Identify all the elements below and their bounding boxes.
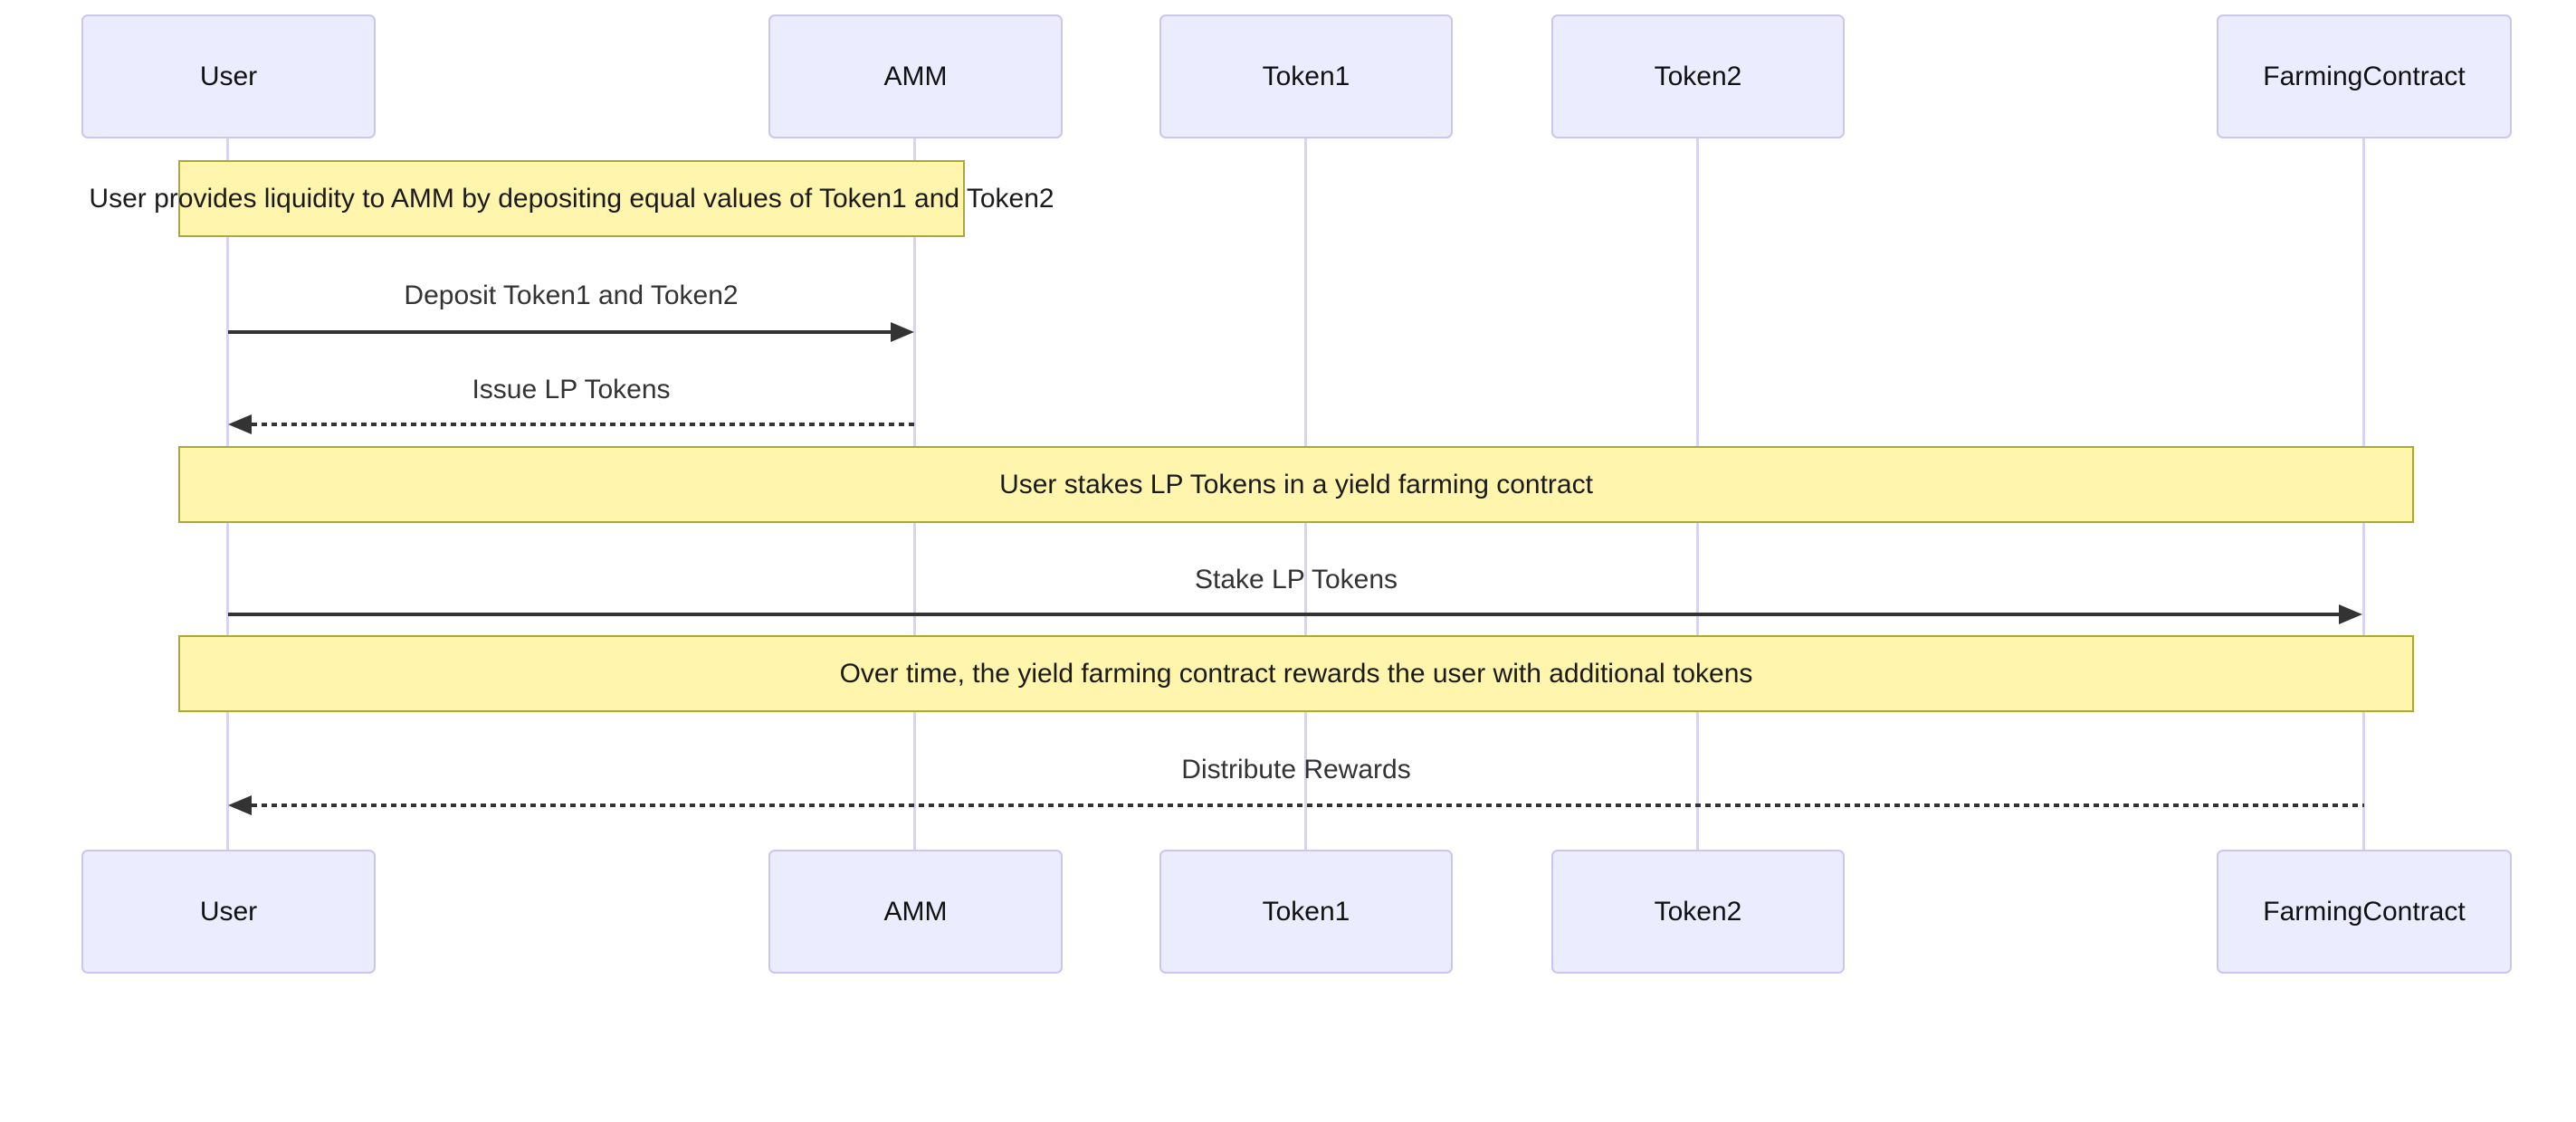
arrowhead-left-icon (228, 795, 252, 815)
arrowhead-right-icon (891, 322, 914, 342)
actor-top-token1: Token1 (1159, 14, 1453, 138)
actor-top-amm: AMM (768, 14, 1063, 138)
message-line-stake (228, 613, 2339, 616)
actor-label: FarmingContract (2263, 61, 2466, 91)
actor-top-token2: Token2 (1551, 14, 1845, 138)
note-provide-liquidity: User provides liquidity to AMM by deposi… (89, 160, 1054, 237)
message-label-issue-lp: Issue LP Tokens (472, 375, 671, 404)
note-stake-lp: User stakes LP Tokens in a yield farming… (178, 446, 2414, 523)
note-text: User provides liquidity to AMM by deposi… (89, 183, 1054, 214)
note-rewards: Over time, the yield farming contract re… (178, 635, 2414, 712)
actor-label: User (199, 896, 258, 927)
actor-label: FarmingContract (2263, 896, 2466, 927)
message-label-deposit: Deposit Token1 and Token2 (404, 280, 739, 310)
actor-label: Token1 (1262, 896, 1350, 927)
message-line-issue-lp (252, 423, 915, 426)
note-text: User stakes LP Tokens in a yield farming… (999, 469, 1593, 499)
message-label-distribute: Distribute Rewards (1181, 755, 1411, 784)
actor-bottom-farmingcontract: FarmingContract (2217, 850, 2512, 974)
arrowhead-right-icon (2339, 604, 2362, 624)
actor-label: AMM (883, 61, 948, 91)
message-label-stake: Stake LP Tokens (1194, 565, 1398, 594)
note-text: Over time, the yield farming contract re… (839, 658, 1753, 689)
actor-label: Token2 (1654, 61, 1742, 91)
actor-label: AMM (883, 896, 948, 927)
actor-bottom-user: User (81, 850, 376, 974)
actor-bottom-token1: Token1 (1159, 850, 1453, 974)
actor-top-farmingcontract: FarmingContract (2217, 14, 2512, 138)
actor-bottom-token2: Token2 (1551, 850, 1845, 974)
actor-bottom-amm: AMM (768, 850, 1063, 974)
message-line-distribute (252, 803, 2364, 807)
actor-label: User (199, 61, 258, 91)
message-line-deposit (228, 330, 896, 334)
actor-top-user: User (81, 14, 376, 138)
actor-label: Token2 (1654, 896, 1742, 927)
actor-label: Token1 (1262, 61, 1350, 91)
arrowhead-left-icon (228, 414, 252, 434)
